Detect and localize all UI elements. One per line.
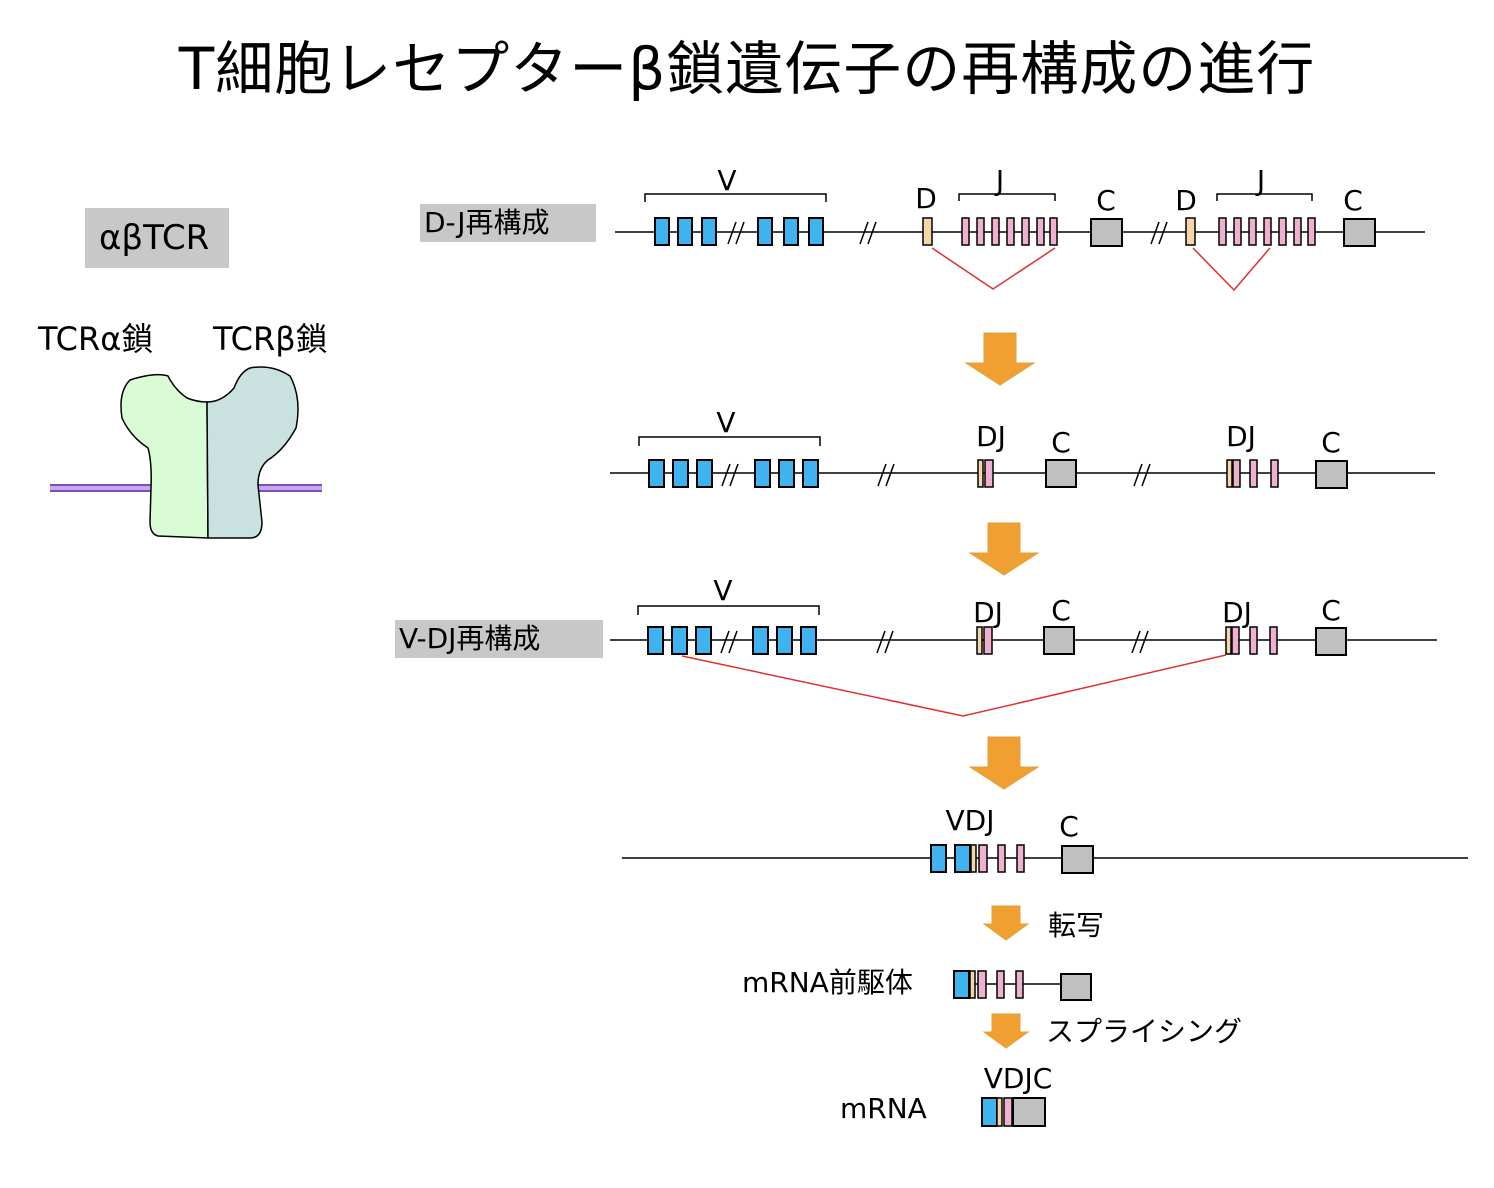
- v-segment: [808, 217, 824, 246]
- tcr-beta-chain: [206, 366, 299, 539]
- c-label: C: [1051, 426, 1071, 459]
- d-label: D: [1175, 184, 1197, 217]
- v-segment: [654, 217, 670, 246]
- v-label: V: [713, 574, 732, 607]
- c-label: C: [1343, 184, 1363, 217]
- c-label: C: [1321, 594, 1341, 627]
- germline-locus: V D J C D J: [615, 164, 1425, 292]
- v-segment: [677, 217, 693, 246]
- v-segment: [757, 217, 773, 246]
- transcription-label: 転写: [1048, 909, 1104, 942]
- vdj-rearrangement-locus: V DJ C DJ C: [610, 574, 1437, 717]
- mrna-label: mRNA: [840, 1092, 927, 1125]
- v-label: V: [716, 406, 735, 439]
- tcr-alpha-chain: [120, 373, 209, 539]
- v-segment: [783, 217, 799, 246]
- pre-mrna-label: mRNA前駆体: [742, 966, 913, 999]
- c-segment: [1343, 218, 1376, 247]
- dj-label: DJ: [1226, 420, 1256, 453]
- v-label: V: [717, 164, 736, 197]
- tcr-illustration: [50, 366, 322, 539]
- vdj-label: VDJ: [946, 804, 995, 837]
- arrow-icon: [969, 522, 1039, 576]
- arrow-icon: [983, 1013, 1029, 1049]
- stage-dj-label: D-J再構成: [420, 204, 596, 242]
- c-label: C: [1059, 810, 1079, 843]
- dj-label: DJ: [1222, 596, 1252, 629]
- alpha-chain-label: TCRα鎖: [38, 320, 154, 358]
- vdj-rearranged-locus: VDJ C: [622, 804, 1468, 874]
- c-label: C: [1051, 594, 1071, 627]
- d-segment: [1185, 217, 1196, 246]
- arrow-icon: [983, 905, 1029, 941]
- beta-chain-label: TCRβ鎖: [213, 320, 328, 358]
- arrow-icon: [969, 736, 1039, 790]
- v-segment: [701, 217, 717, 246]
- dj-rearranged-locus: V DJ C DJ C: [610, 406, 1435, 489]
- c-label: C: [1096, 184, 1116, 217]
- d-segment: [922, 217, 933, 246]
- j-label: J: [1255, 164, 1265, 197]
- page-title: T細胞レセプターβ鎖遺伝子の再構成の進行: [178, 35, 1316, 103]
- receptor-label: αβTCR: [85, 208, 229, 268]
- d-label: D: [915, 182, 937, 215]
- dj-label: DJ: [973, 596, 1003, 629]
- c-segment: [1090, 218, 1123, 247]
- splicing-label: スプライシング: [1046, 1015, 1242, 1048]
- j-label: J: [994, 164, 1004, 197]
- vdjc-label: VDJC: [984, 1062, 1053, 1095]
- pre-mrna: mRNA前駆体: [742, 966, 1092, 1001]
- mrna: VDJC mRNA: [840, 1062, 1053, 1127]
- stage-vdj-label: V-DJ再構成: [395, 620, 603, 658]
- arrow-icon: [965, 332, 1035, 386]
- dj-label: DJ: [976, 420, 1006, 453]
- c-label: C: [1321, 426, 1341, 459]
